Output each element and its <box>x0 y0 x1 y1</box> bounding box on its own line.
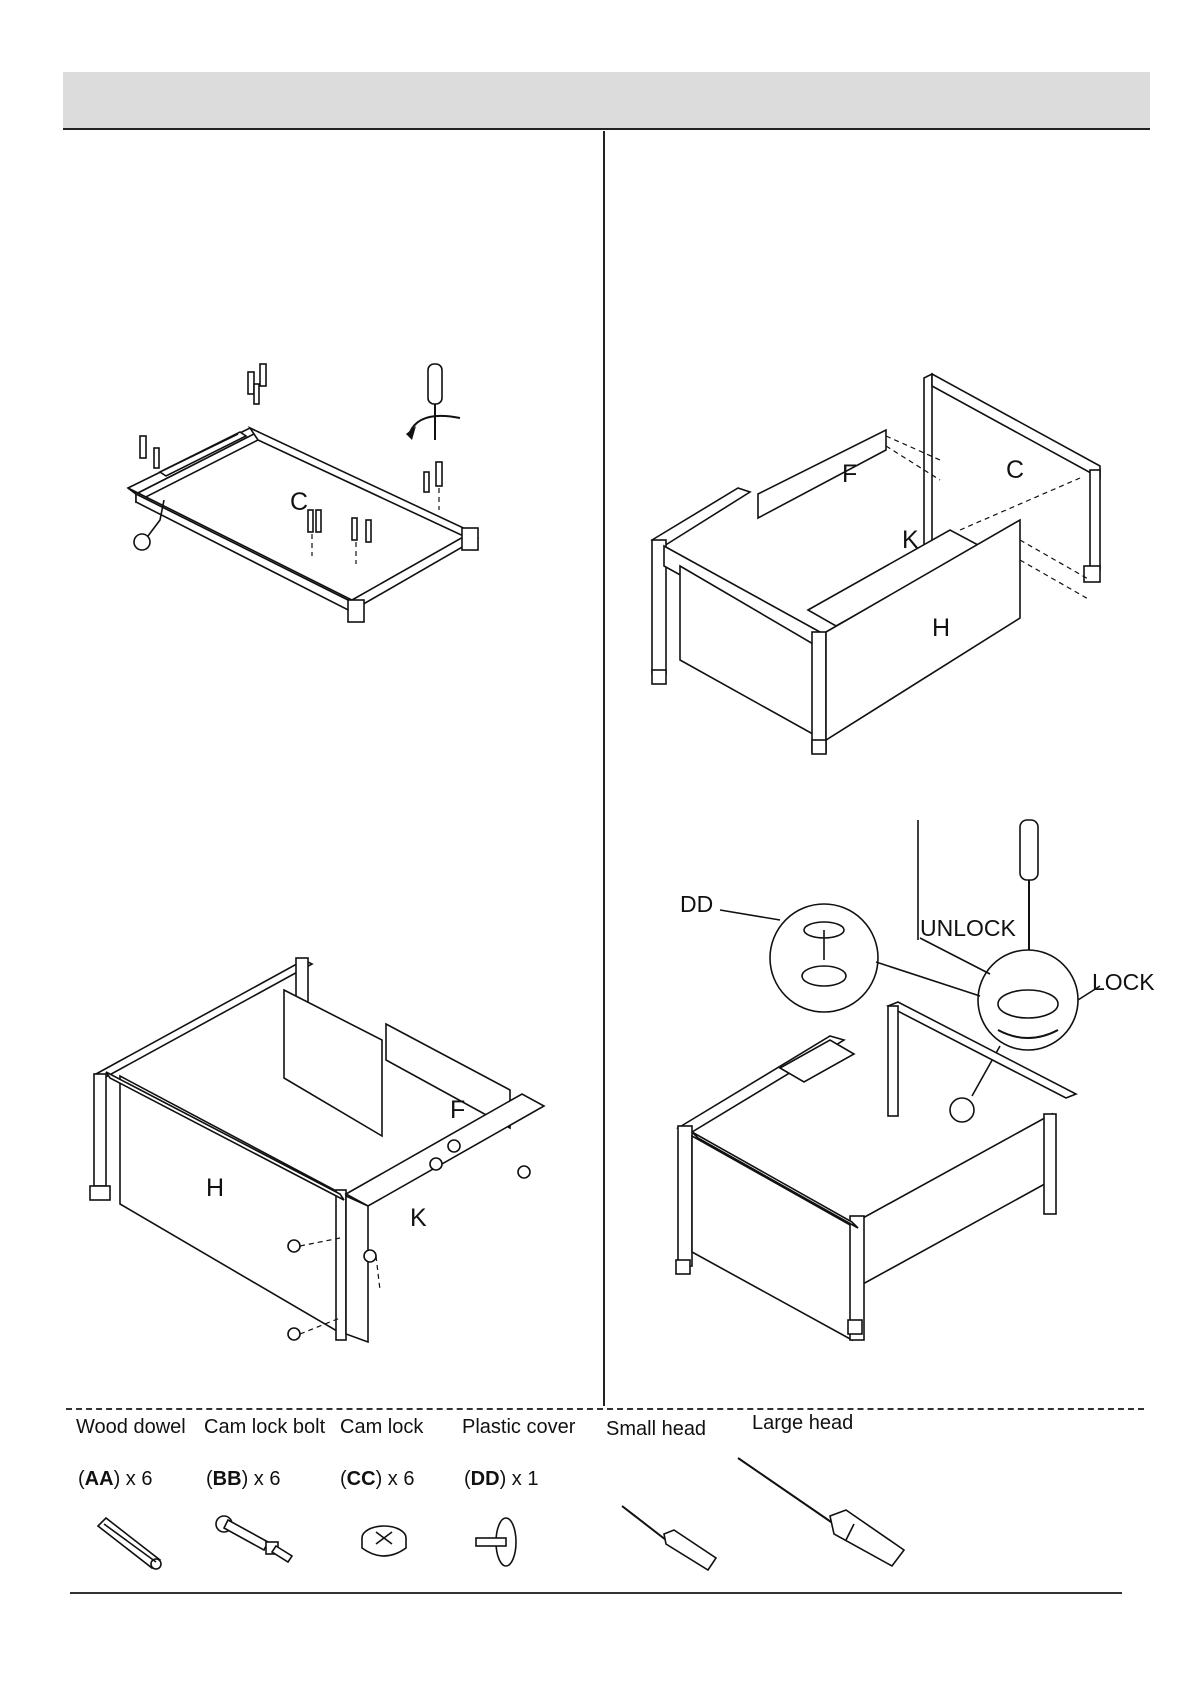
part-label-k: K <box>902 526 919 554</box>
cam-lock-icon <box>354 1508 424 1568</box>
plastic-cover-icon <box>472 1512 542 1582</box>
part-name-plastic-cover: Plastic cover <box>462 1416 575 1439</box>
step2-illustration: C F K H <box>650 370 1110 750</box>
lock-label: LOCK <box>1092 969 1155 995</box>
step3-illustration: H F K <box>90 950 550 1350</box>
small-screwdriver-icon <box>616 1500 726 1580</box>
part-qty-plastic-cover: (DD) x 1 <box>464 1468 538 1491</box>
header-bar <box>63 72 1150 130</box>
parts-divider <box>66 1408 1144 1410</box>
tool-name-small-head: Small head <box>606 1418 706 1441</box>
cam-lock-bolt-icon <box>210 1508 300 1568</box>
column-divider <box>603 131 605 1406</box>
part-label-f: F <box>450 1096 465 1124</box>
part-name-cam-lock: Cam lock <box>340 1416 423 1439</box>
part-label-dd: DD <box>680 891 713 917</box>
part-name-wood-dowel: Wood dowel <box>76 1416 186 1439</box>
wood-dowel-icon <box>90 1510 170 1570</box>
part-label-c: C <box>290 488 308 516</box>
part-label-k: K <box>410 1204 427 1232</box>
part-qty-wood-dowel: (AA) x 6 <box>78 1468 152 1491</box>
part-label-h: H <box>206 1174 224 1202</box>
bottom-rule <box>70 1592 1122 1594</box>
part-label-h: H <box>932 614 950 642</box>
part-qty-cam-lock-bolt: (BB) x 6 <box>206 1468 280 1491</box>
step1-illustration: C <box>120 360 540 660</box>
part-label-c: C <box>1006 456 1024 484</box>
unlock-label: UNLOCK <box>920 915 1017 941</box>
large-screwdriver-icon <box>734 1454 914 1574</box>
part-name-cam-lock-bolt: Cam lock bolt <box>204 1416 325 1439</box>
part-qty-cam-lock: (CC) x 6 <box>340 1468 414 1491</box>
step4-illustration: DD UNLOCK LOCK <box>680 820 1160 1340</box>
part-label-f: F <box>842 460 857 488</box>
screwdriver-icon <box>406 364 460 440</box>
tool-name-large-head: Large head <box>752 1412 853 1435</box>
